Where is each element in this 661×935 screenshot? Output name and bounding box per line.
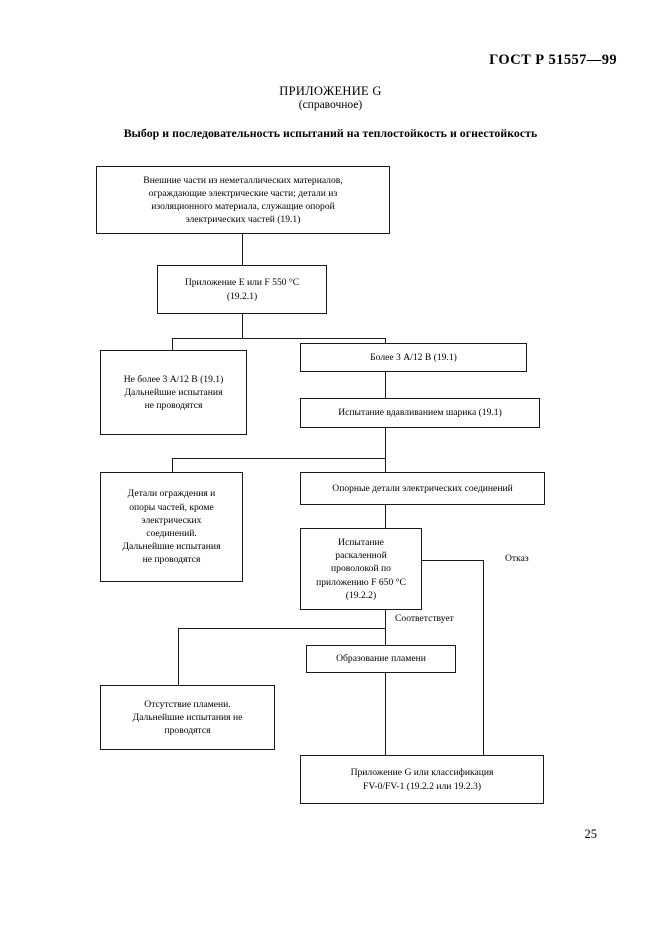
edge-balltest-down <box>385 428 387 458</box>
appendix-label: ПРИЛОЖЕНИЕ G <box>279 84 382 98</box>
edge-pass-to-noflame <box>178 628 180 685</box>
node-glow-wire-test[interactable]: Испытание раскаленной проволокой по прил… <box>300 528 422 610</box>
node-annex-ef-550[interactable]: Приложение Е или F 550 °С (19.2.1) <box>157 265 327 314</box>
edge-pass-to-flame <box>385 628 387 645</box>
edge-annexef-split-bus <box>172 338 386 340</box>
page-number: 25 <box>584 827 598 841</box>
node-external-parts[interactable]: Внешние части из неметаллических материа… <box>96 166 390 234</box>
edge-label-fail: Отказ <box>503 553 531 564</box>
edge-fail-out <box>422 560 484 562</box>
edge-to-enclosure-parts <box>172 458 174 472</box>
edge-balltest-split-bus <box>172 458 386 460</box>
standard-header: ГОСТ Р 51557—99 <box>489 52 617 68</box>
edge-external-to-annexef <box>242 234 244 265</box>
node-no-flame[interactable]: Отсутствие пламени. Дальнейшие испытания… <box>100 685 275 750</box>
node-not-more-3a[interactable]: Не более 3 А/12 В (19.1) Дальнейшие испы… <box>100 350 247 435</box>
node-more-3a[interactable]: Более 3 А/12 В (19.1) <box>300 343 527 372</box>
node-enclosure-parts[interactable]: Детали ограждения и опоры частей, кроме … <box>100 472 243 582</box>
node-ball-pressure-test[interactable]: Испытание вдавливанием шарика (19.1) <box>300 398 540 428</box>
edge-flame-to-annexg <box>385 673 387 755</box>
edge-pass-down <box>385 610 387 628</box>
appendix-kind: (справочное) <box>298 99 363 111</box>
edge-support-to-glowwire <box>385 505 387 528</box>
edge-more3a-to-balltest <box>385 372 387 398</box>
node-flame-formation[interactable]: Образование пламени <box>306 645 456 673</box>
edge-fail-down <box>483 560 485 756</box>
node-annex-g-classification[interactable]: Приложение G или классификация FV-0/FV-1… <box>300 755 544 804</box>
edge-to-support-parts <box>385 458 387 472</box>
page-title: Выбор и последовательность испытаний на … <box>123 126 538 140</box>
edge-annexef-down <box>242 314 244 338</box>
node-support-parts[interactable]: Опорные детали электрических соединений <box>300 472 545 505</box>
edge-label-pass: Соответствует <box>393 613 456 624</box>
edge-to-not-more-3a <box>172 338 174 350</box>
edge-pass-bus <box>178 628 386 630</box>
